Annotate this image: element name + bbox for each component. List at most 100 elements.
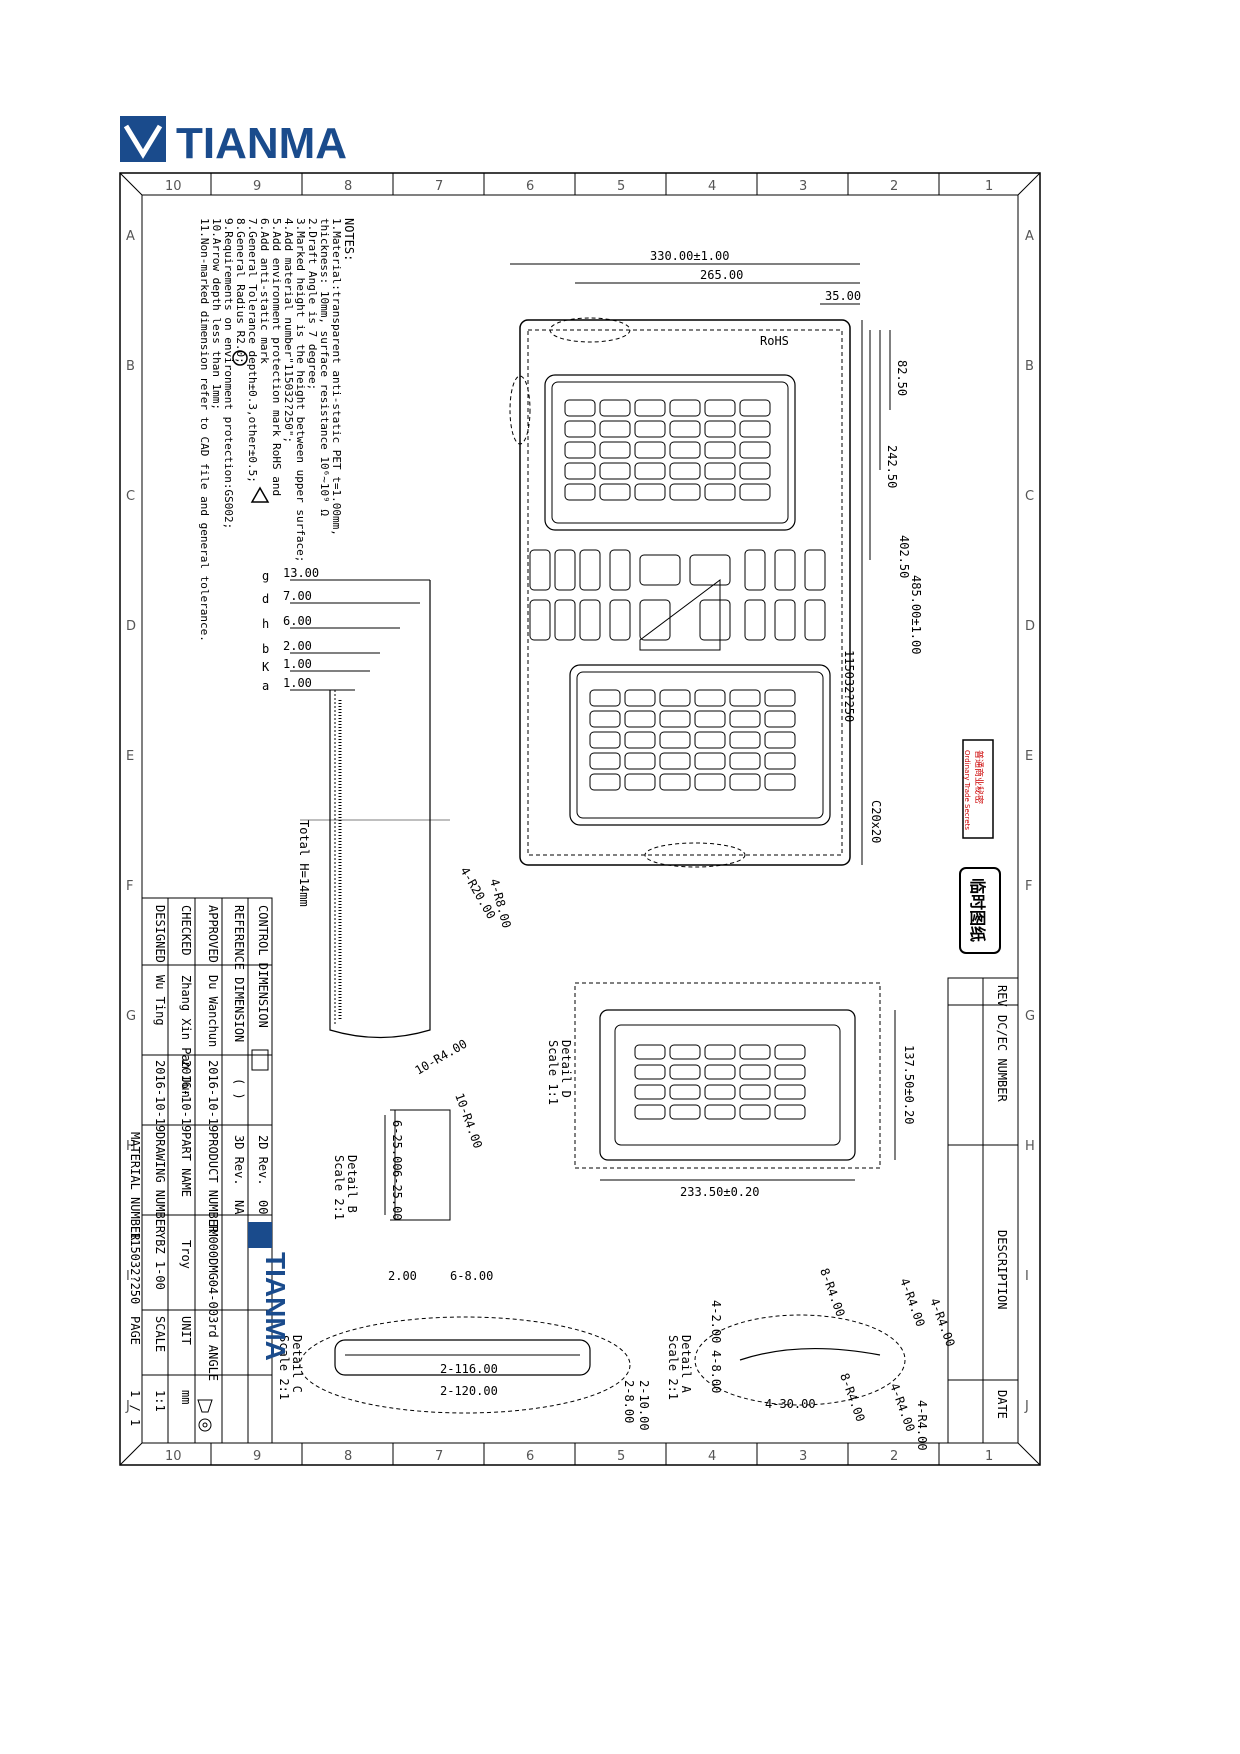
designed-date: 2016-10-19	[153, 1060, 167, 1132]
grid-col-7: 7	[435, 179, 443, 194]
grid-col-4-b: 4	[708, 1449, 716, 1464]
dim-width-35: 35.00	[825, 289, 861, 303]
part-value: Troy	[179, 1240, 193, 1269]
notes-title: NOTES:	[342, 218, 356, 261]
detail-a-dim-a: 4-2.00	[709, 1300, 723, 1343]
designed-name: Wu Ting	[153, 975, 167, 1026]
tianma-logo: TIANMA	[120, 110, 380, 170]
grid-row-j: J	[125, 1399, 130, 1414]
revision-block: REV DC/EC NUMBER DESCRIPTION DATE	[947, 977, 1019, 1444]
grid-col-5-b: 5	[617, 1449, 625, 1464]
angle-label: 3rd ANGLE	[206, 1316, 220, 1381]
grid-row-a-r: A	[1025, 229, 1034, 244]
middle-pocket-grid	[529, 549, 826, 651]
note-line-1: 1.Material:transparent anti-static PET t…	[330, 218, 343, 536]
grid-col-6: 6	[526, 179, 534, 194]
detail-a-r1: 8-R4.00	[817, 1266, 847, 1318]
depth-letter-2: d	[262, 592, 269, 606]
grid-col-8-b: 8	[344, 1449, 352, 1464]
detail-d-title: Detail D	[559, 1040, 573, 1098]
grid-row-d-r: D	[1025, 619, 1035, 634]
detail-b-title: Detail B	[345, 1155, 359, 1213]
note-line-2: thickness: 10mm, surface resistance 10⁶~…	[318, 218, 331, 516]
upper-keys	[564, 399, 771, 501]
detail-a-title: Detail A	[679, 1335, 693, 1394]
material-label: MATERIAL NUMBER	[128, 1132, 142, 1241]
approved-date: 2016-10-19	[206, 1060, 220, 1132]
rev2d-label: 2D Rev.	[256, 1135, 270, 1186]
depth-table: 13.00 7.00 6.00 2.00 1.00 1.00 g d h b K…	[262, 566, 450, 1039]
grid-row-b-r: B	[1025, 359, 1034, 374]
scale-label: SCALE	[153, 1316, 167, 1352]
grid-col-3-b: 3	[799, 1449, 807, 1464]
depth-value-4: 2.00	[283, 639, 312, 653]
projection-symbol-icon	[197, 1399, 213, 1432]
detail-a-r3: 4-R4.00	[927, 1296, 957, 1348]
depth-value-2: 7.00	[283, 589, 312, 603]
note-line-4: 3.Marked height is the height between up…	[294, 218, 307, 562]
grid-row-h: H	[126, 1139, 136, 1154]
grid-row-f: F	[126, 879, 133, 894]
secret-stamp: 普通商业秘密 Ordinary Trade Secrets	[962, 739, 994, 839]
grid-row-i: I	[126, 1269, 130, 1284]
dim-242-5: 242.50	[885, 445, 899, 488]
detail-b: 6-25.00 6-25.00 10-R4.00 10-R4.00 2.00 6…	[332, 1037, 493, 1283]
detail-b-dim-d: 6-8.00	[450, 1269, 493, 1283]
note-line-10: 9.Requirements on environment protection…	[222, 218, 235, 529]
checked-label: CHECKED	[179, 905, 193, 956]
note-line-12: 11.Non-marked dimension refer to CAD fil…	[198, 218, 211, 642]
grid-row-g-r: G	[1025, 1009, 1035, 1024]
grid-col-5: 5	[617, 179, 625, 194]
detail-a-r6: 4-R4.00	[915, 1400, 929, 1451]
recycle-icon	[250, 486, 270, 503]
note-line-6: 5.Add environment protection mark RoHS a…	[270, 218, 283, 496]
grid-col-4: 4	[708, 179, 716, 194]
approved-name: Du Wanchun	[206, 975, 220, 1047]
detail-b-dim-a: 6-25.00	[390, 1120, 404, 1171]
detail-c-title: Detail C	[290, 1335, 304, 1393]
temp-drawing-text: 临时图纸	[968, 878, 987, 942]
grid-row-i-r: I	[1025, 1269, 1029, 1284]
secret-cn-text: 普通商业秘密	[973, 750, 985, 804]
designed-label: DESIGNED	[153, 905, 167, 963]
title-block-brand: TIANMA	[260, 1252, 291, 1361]
note-line-3: 2.Draft Angle is 7 degree;	[306, 218, 319, 390]
rev-header: REV	[995, 985, 1009, 1007]
depth-value-1: 13.00	[283, 566, 319, 580]
ref-dim-label: REFERENCE DIMENSION	[232, 905, 246, 1042]
main-tray: RoHS	[509, 317, 851, 868]
grid-col-2-b: 2	[890, 1449, 898, 1464]
detail-c-dim-a: 2-116.00	[440, 1362, 498, 1376]
lower-keyboard-pocket	[569, 664, 831, 826]
ref-dim-paren: ( )	[232, 1078, 246, 1100]
detail-a-r2: 4-R4.00	[897, 1276, 927, 1328]
control-dim-label: CONTROL DIMENSION	[256, 905, 270, 1028]
control-dim-box	[251, 1049, 269, 1071]
grid-col-10: 10	[165, 179, 182, 194]
grid-row-e: E	[126, 749, 134, 764]
checked-name: Zhang Xin Pan Jun	[179, 975, 193, 1098]
depth-value-3: 6.00	[283, 614, 312, 628]
grid-col-1-b: 1	[985, 1449, 993, 1464]
depth-letter-5: K	[262, 660, 270, 674]
page-value: 1 / 1	[128, 1390, 142, 1426]
page-label: PAGE	[128, 1316, 142, 1345]
grid-col-3: 3	[799, 179, 807, 194]
notes-block: NOTES: 1.Material:transparent anti-stati…	[198, 218, 356, 642]
rohs-mark: RoHS	[760, 334, 789, 348]
detail-a-r5: 4-R4.00	[887, 1381, 917, 1433]
drawing-value: YBZ 1-00	[153, 1232, 167, 1290]
total-height: Total H=14mm	[297, 820, 311, 907]
secret-en-text: Ordinary Trade Secrets	[963, 750, 971, 830]
approved-label: APPROVED	[206, 905, 220, 963]
title-block-logo-mark	[248, 1222, 272, 1248]
drawing-label: DRAWING NUMBER	[153, 1132, 167, 1234]
detail-b-dim-b: 6-25.00	[390, 1170, 404, 1221]
dim-402-5: 402.50	[897, 535, 911, 578]
tray-inner-dashed	[527, 329, 843, 856]
dim-82-5: 82.50	[895, 360, 909, 396]
detail-c-dim-b: 2-120.00	[440, 1384, 498, 1398]
detail-a-r4: 8-R4.00	[837, 1371, 867, 1423]
material-value: 115032?250	[128, 1232, 142, 1304]
unit-label: UNIT	[179, 1316, 193, 1345]
